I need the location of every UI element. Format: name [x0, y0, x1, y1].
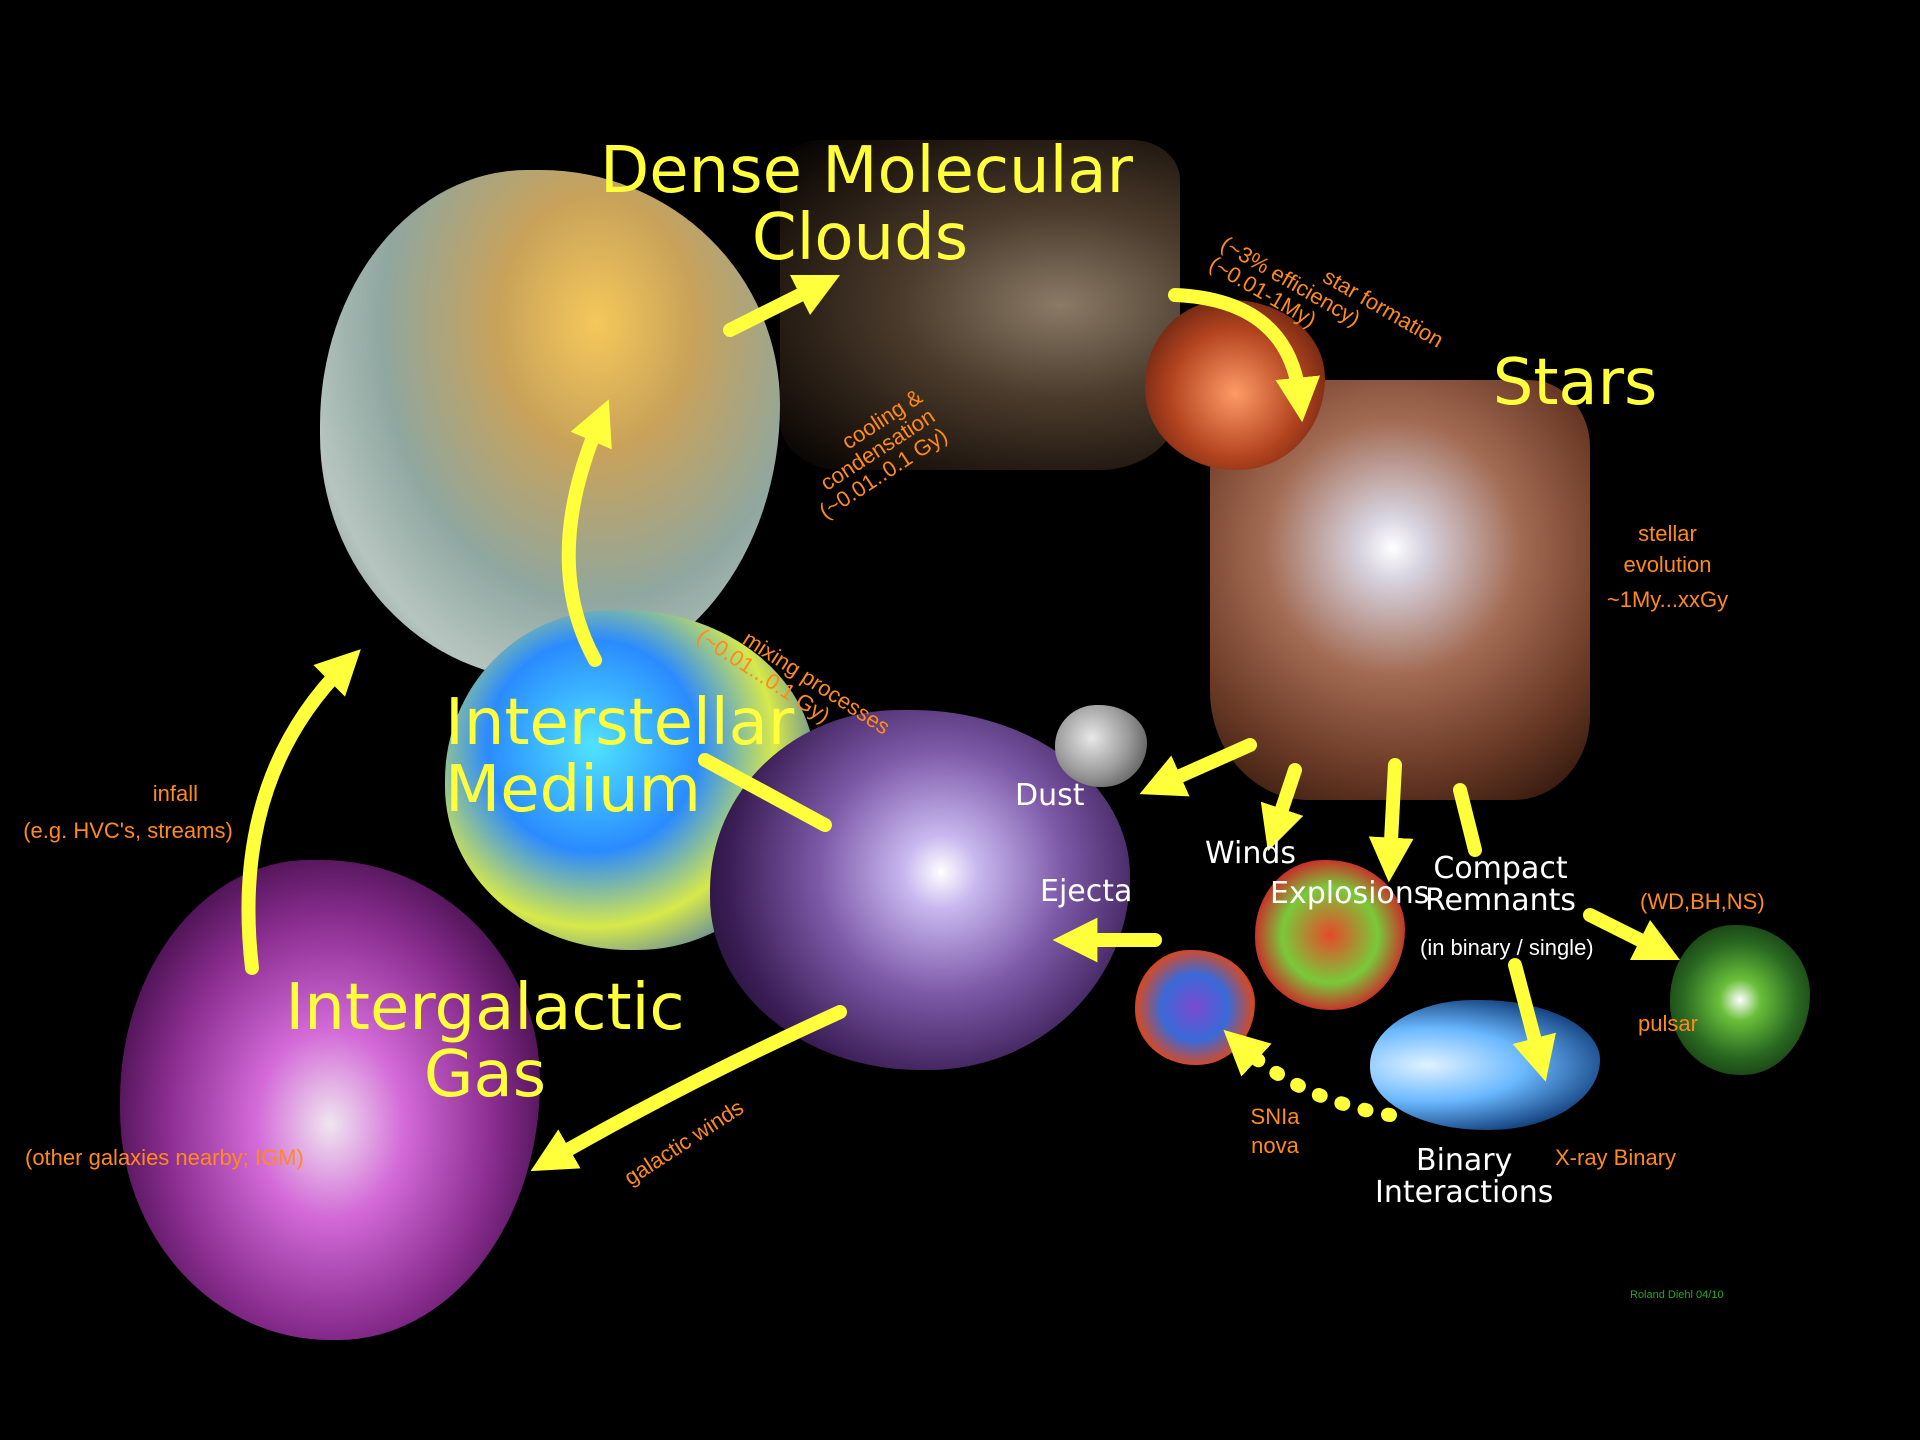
- annotation-infall-line1: infall: [8, 782, 248, 805]
- annotation-wd-bh-ns: (WD,BH,NS): [1640, 890, 1765, 913]
- label-binary-line1: Binary: [1375, 1145, 1553, 1177]
- annotation-infall: infall (e.g. HVC's, streams): [8, 782, 248, 842]
- label-explosions: Explosions: [1270, 878, 1429, 910]
- label-igm: Intergalactic Gas: [280, 975, 690, 1109]
- annotation-snia: SNIa: [1235, 1105, 1315, 1128]
- annotation-nova: nova: [1235, 1134, 1315, 1157]
- label-dense-clouds-line2: Clouds: [600, 205, 1120, 272]
- annotation-pulsar: pulsar: [1638, 1012, 1698, 1035]
- arrow-to-winds: [1275, 770, 1295, 830]
- label-ism-line1: Interstellar: [445, 690, 794, 757]
- arrow-to-pulsar: [1590, 915, 1660, 950]
- annotation-stellar-line1: stellar: [1590, 522, 1745, 545]
- arrow-to-explosions: [1390, 765, 1395, 860]
- arrow-to-dust: [1160, 745, 1250, 785]
- annotation-snia-nova: SNIa nova: [1235, 1105, 1315, 1157]
- arrow-to-compact: [1460, 790, 1475, 850]
- label-dense-clouds: Dense Molecular Clouds: [600, 138, 1120, 272]
- label-binary-line2: Interactions: [1375, 1177, 1553, 1209]
- arrow-ism-to-clouds: [569, 420, 600, 660]
- label-ejecta: Ejecta: [1040, 876, 1132, 908]
- label-ism: Interstellar Medium: [445, 690, 794, 824]
- annotation-stellar-line3: ~1My...xxGy: [1590, 588, 1745, 611]
- arrow-to-clouds: [730, 285, 820, 330]
- label-igm-line1: Intergalactic: [280, 975, 690, 1042]
- annotation-other-galaxies: (other galaxies nearby; IGM): [25, 1146, 304, 1169]
- label-compact: Compact Remnants: [1425, 853, 1576, 916]
- label-ism-line2: Medium: [445, 757, 794, 824]
- annotation-stellar-line2: evolution: [1590, 553, 1745, 576]
- label-compact-line1: Compact: [1425, 853, 1576, 885]
- annotation-in-binary: (in binary / single): [1420, 936, 1594, 959]
- label-dust: Dust: [1015, 780, 1085, 812]
- label-winds: Winds: [1205, 838, 1296, 870]
- annotation-stellar-evolution: stellar evolution ~1My...xxGy: [1590, 522, 1745, 611]
- label-compact-line2: Remnants: [1425, 885, 1576, 917]
- annotation-infall-line2: (e.g. HVC's, streams): [8, 819, 248, 842]
- credit-text: Roland Diehl 04/10: [1630, 1290, 1724, 1302]
- annotation-xray-binary: X-ray Binary: [1555, 1146, 1676, 1169]
- label-igm-line2: Gas: [280, 1042, 690, 1109]
- label-binary: Binary Interactions: [1375, 1145, 1553, 1208]
- arrow-to-xray-binary: [1515, 965, 1540, 1060]
- arrow-infall: [248, 665, 345, 968]
- label-dense-clouds-line1: Dense Molecular: [600, 138, 1120, 205]
- label-stars: Stars: [1490, 350, 1660, 417]
